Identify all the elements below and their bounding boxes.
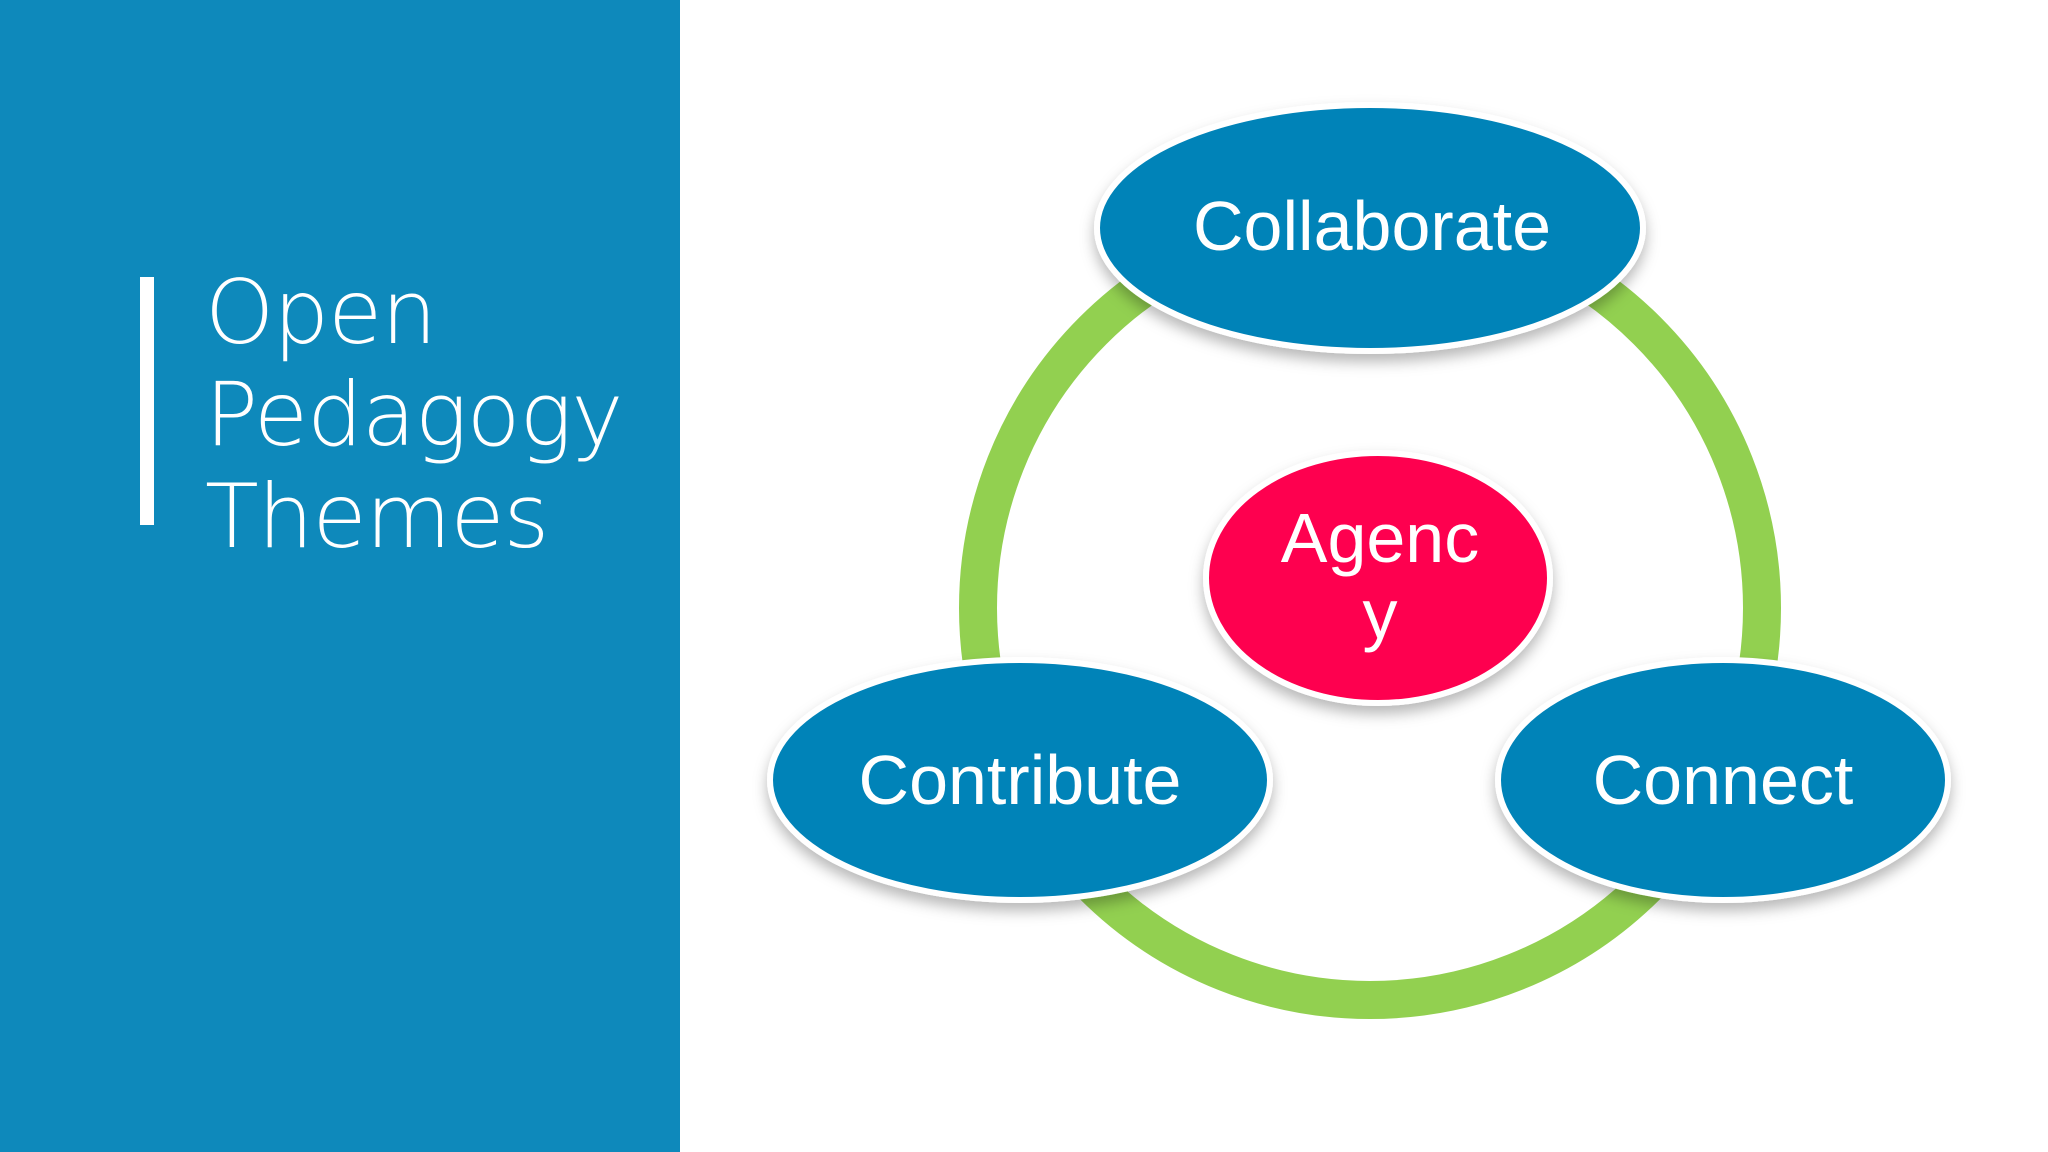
node-collaborate: Collaborate (1094, 102, 1646, 354)
node-collaborate-shape (1094, 102, 1646, 354)
node-contribute-label: Contribute (859, 741, 1182, 819)
node-collaborate-label: Collaborate (1193, 187, 1551, 265)
node-agency-label-line-1: Agenc (1281, 499, 1479, 577)
title-line-1: Open (205, 261, 437, 364)
title-line-3: Themes (205, 465, 549, 568)
title-accent-bar (140, 277, 154, 525)
node-connect: Connect (1495, 657, 1951, 903)
title-line-2: Pedagogy (205, 363, 623, 466)
slide-title: Open Pedagogy Themes (205, 262, 665, 568)
node-agency-shape (1203, 450, 1553, 706)
node-contribute: Contribute (767, 657, 1273, 903)
node-agency-label-line-2: y (1363, 575, 1398, 653)
node-contribute-shape (767, 657, 1273, 903)
node-agency: Agenc y (1203, 450, 1553, 706)
title-panel: Open Pedagogy Themes (0, 0, 680, 1152)
node-connect-label: Connect (1593, 741, 1854, 819)
node-connect-shape (1495, 657, 1951, 903)
